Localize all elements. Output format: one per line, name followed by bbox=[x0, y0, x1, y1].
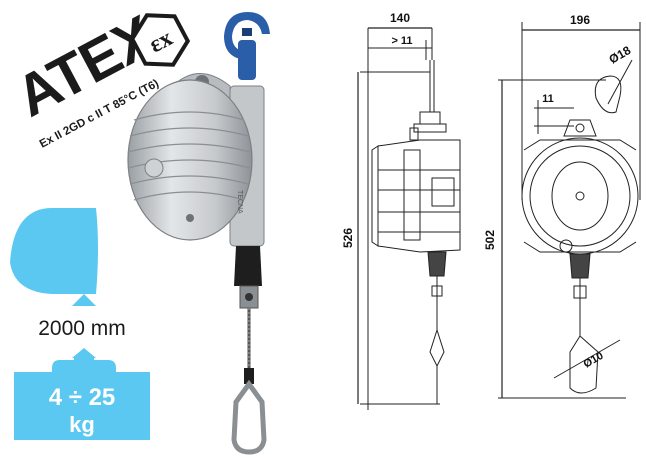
load-range-label: 4 ÷ 25 bbox=[49, 384, 116, 411]
front-width-dimension: 196 bbox=[570, 13, 590, 27]
front-height-dimension: 502 bbox=[483, 230, 497, 250]
side-offset-dimension: > 11 bbox=[391, 35, 412, 47]
side-height-dimension: 526 bbox=[341, 228, 355, 248]
brand-text: TECNA bbox=[236, 190, 243, 214]
ex-hexagon-icon: εx bbox=[129, 13, 191, 67]
front-cable-dimension: Ø10 bbox=[582, 350, 606, 371]
front-offset-dimension: 11 bbox=[542, 93, 554, 105]
front-view-drawing bbox=[498, 22, 641, 399]
front-hook-dimension: Ø18 bbox=[607, 43, 634, 67]
safety-hook-icon bbox=[224, 12, 270, 80]
side-view-drawing bbox=[357, 27, 461, 410]
cable-length-label: 2000 mm bbox=[38, 317, 126, 340]
load-unit-label: kg bbox=[69, 412, 95, 437]
balancer-product-image: TECNA bbox=[127, 12, 270, 455]
cable-drum-icon bbox=[10, 208, 98, 306]
weight-icon bbox=[14, 348, 150, 440]
side-width-dimension: 140 bbox=[390, 11, 410, 25]
